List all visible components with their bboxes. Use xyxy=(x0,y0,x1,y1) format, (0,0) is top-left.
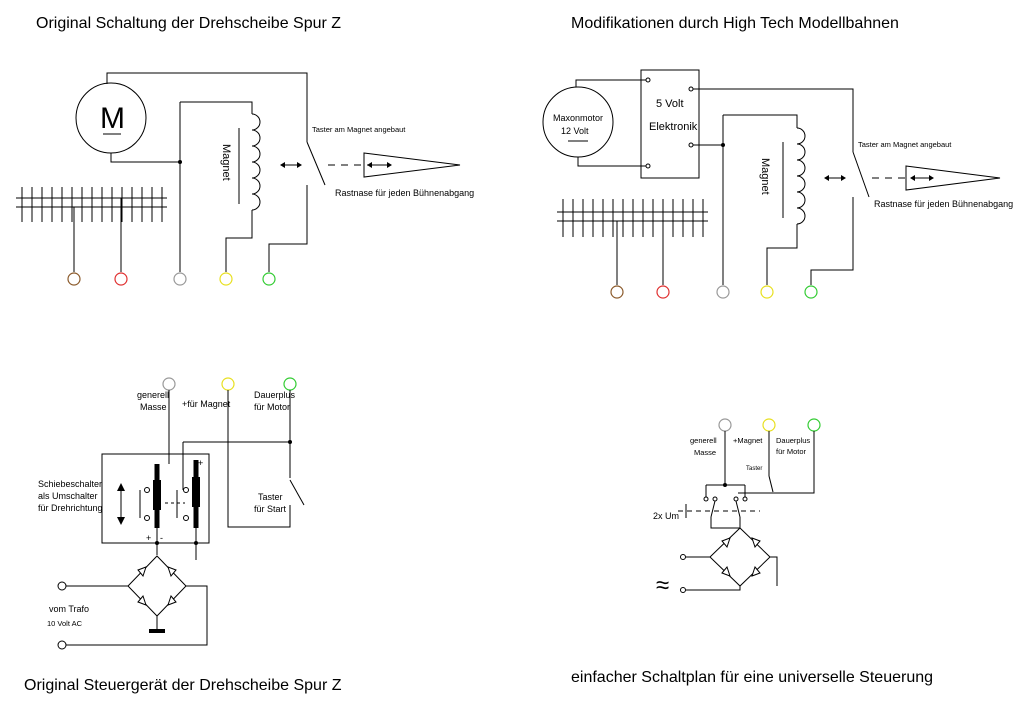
terminal-dauerplus xyxy=(283,377,297,391)
bridge-rectifier xyxy=(127,555,187,617)
magnet-coil xyxy=(251,113,261,211)
elektronik-label-2: Elektronik xyxy=(649,121,698,133)
fuer-motor-label-br: für Motor xyxy=(776,447,807,456)
taster-label-bl: Taster xyxy=(258,492,283,502)
terminal-red xyxy=(114,272,128,286)
um2x-label: 2x Um xyxy=(653,511,679,521)
terminal-gray xyxy=(173,272,187,286)
taster-label-mod: Taster am Magnet angebaut xyxy=(858,140,952,149)
modified-circuit: Maxonmotor 12 Volt 5 Volt Elektronik Mag… xyxy=(542,69,1013,299)
terminal-magnet xyxy=(221,377,235,391)
fuer-motor-label: für Motor xyxy=(254,402,290,412)
taster-switch xyxy=(306,141,326,186)
taster-label-br: Taster xyxy=(746,466,762,472)
bridge-rectifier-br xyxy=(709,527,771,587)
elektronik-label-1: 5 Volt xyxy=(656,98,684,110)
schiebe-label-3: für Drehrichtung xyxy=(38,503,103,513)
title-bottom-left: Original Steuergerät der Drehscheibe Spu… xyxy=(24,677,342,694)
terminal-brown-mod xyxy=(610,285,624,299)
terminal-gray-mod xyxy=(716,285,730,299)
control-unit: generell Masse +für Magnet Dauerplus für… xyxy=(38,377,305,650)
terminal-masse-br xyxy=(718,418,732,432)
terminal-dauerplus-br xyxy=(807,418,821,432)
terminal-magnet-br xyxy=(762,418,776,432)
dauerplus-label: Dauerplus xyxy=(254,390,296,400)
maxon-label-2: 12 Volt xyxy=(561,126,589,136)
title-top-left: Original Schaltung der Drehscheibe Spur … xyxy=(36,15,341,32)
plus-sign-2: + xyxy=(146,533,151,543)
schiebe-label-2: als Umschalter xyxy=(38,491,98,501)
magnet-coil-mod xyxy=(796,127,806,225)
taster-switch-mod xyxy=(852,151,870,198)
original-circuit: M Magnet Taster am Magnet angebaut Rastn… xyxy=(16,72,474,286)
rastnase-label: Rastnase für jeden Bühnenabgang xyxy=(335,188,474,198)
track-symbol-mod xyxy=(557,199,708,237)
terminal-red-mod xyxy=(656,285,670,299)
terminal-green-mod xyxy=(804,285,818,299)
terminal-brown xyxy=(67,272,81,286)
elektronik-box xyxy=(640,69,700,179)
plus-sign-1: + xyxy=(198,458,203,468)
trafo-terminal-2 xyxy=(57,640,67,650)
rastnase-wedge xyxy=(363,152,461,178)
terminal-yellow-mod xyxy=(760,285,774,299)
maxon-label-1: Maxonmotor xyxy=(553,113,603,123)
title-top-right: Modifikationen durch High Tech Modellbah… xyxy=(571,15,899,32)
fuer-start-label: für Start xyxy=(254,504,287,514)
terminal-masse xyxy=(162,377,176,391)
plus-magnet-label: +für Magnet xyxy=(182,399,231,409)
start-taster xyxy=(289,479,305,506)
vom-trafo-label: vom Trafo xyxy=(49,604,89,614)
magnet-label: Magnet xyxy=(220,144,232,181)
simple-circuit: generell Masse +Magnet Dauerplus für Mot… xyxy=(653,418,821,599)
dauerplus-label-br: Dauerplus xyxy=(776,436,810,445)
volt-ac-label: 10 Volt AC xyxy=(47,619,83,628)
rastnase-wedge-mod xyxy=(905,165,1001,191)
taster-label: Taster am Magnet angebaut xyxy=(312,125,406,134)
masse-label-br: Masse xyxy=(694,448,716,457)
schiebe-label-1: Schiebeschalter xyxy=(38,479,102,489)
terminal-yellow xyxy=(219,272,233,286)
rastnase-label-mod: Rastnase für jeden Bühnenabgang xyxy=(874,199,1013,209)
title-bottom-right: einfacher Schaltplan für eine universell… xyxy=(571,669,933,686)
track-symbol xyxy=(16,187,167,222)
ac-symbol: ≈ xyxy=(656,572,669,599)
trafo-terminal-1 xyxy=(57,581,67,591)
generell-label-br: generell xyxy=(690,436,717,445)
magnet-label-mod: Magnet xyxy=(759,158,771,195)
generell-label: generell xyxy=(137,390,169,400)
motor-label: M xyxy=(100,102,125,135)
minus-sign: - xyxy=(160,533,163,543)
masse-label: Masse xyxy=(140,402,167,412)
plus-magnet-label-br: +Magnet xyxy=(733,436,763,445)
terminal-green xyxy=(262,272,276,286)
